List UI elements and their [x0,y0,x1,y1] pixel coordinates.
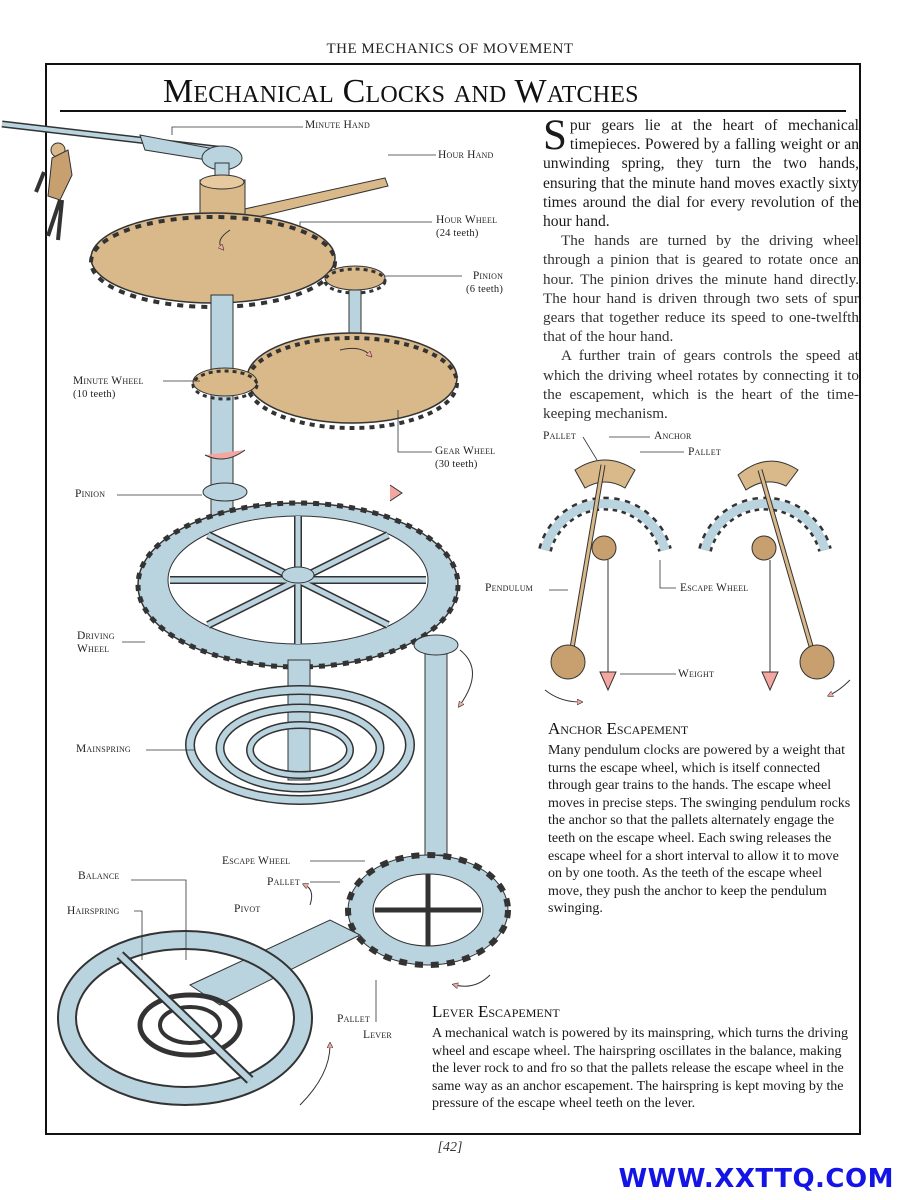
drop-cap: S [543,112,567,159]
intro-paragraph-1: pur gears lie at the heart of mechanical… [543,117,859,231]
escape-shaft [424,639,448,856]
mainspring-coil [185,659,415,805]
anchor-escapement-body: Many pendulum clocks are powered by a we… [548,743,851,917]
minute-wheel [191,367,259,401]
label-pallet-lever-top: Pallet [267,876,300,888]
figure-man-icon [1,120,226,241]
label-mainspring: Mainspring [76,743,131,755]
label-pallet-lever-bottom: Pallet [337,1013,370,1025]
label-hour-wheel: Hour Wheel(24 teeth) [436,214,498,239]
label-pendulum: Pendulum [485,582,533,594]
page-number: [42] [437,1140,463,1155]
anchor-escapement-diagram-right [698,460,851,695]
label-lever: Lever [363,1029,392,1041]
label-pallet-anchor-left: Pallet [543,430,576,442]
lever-escape-wheel [345,852,511,986]
label-minute-wheel: Minute Wheel(10 teeth) [73,375,144,400]
gear-wheel [245,332,459,430]
balance-wheel [57,930,330,1106]
pivot-arrow-icon [305,885,313,906]
label-balance: Balance [78,870,120,882]
title-rule [60,110,846,112]
driving-wheel [135,500,461,670]
intro-paragraph-3: A further train of gears controls the sp… [543,347,859,423]
label-pallet-anchor-right: Pallet [688,446,721,458]
leader-lines [117,126,684,1022]
label-weight: Weight [678,668,715,680]
page-frame [45,63,861,1135]
intro-paragraph-2: The hands are turned by the driving whee… [543,232,859,346]
label-pivot: Pivot [234,903,261,915]
hour-wheel [89,212,337,309]
label-pinion-top: Pinion(6 teeth) [466,270,504,295]
watermark: WWW.XXTTQ.COM [618,1164,894,1194]
label-anchor: Anchor [654,430,692,442]
page-title: Mechanical Clocks and Watches [163,73,639,110]
running-head: THE MECHANICS OF MOVEMENT [326,41,574,57]
label-escape-wheel-lever: Escape Wheel [222,855,291,867]
escape-pinion [413,634,459,656]
label-minute-hand: Minute Hand [305,119,370,131]
rotation-arrow-icon [204,449,246,460]
pinion-top [323,265,387,371]
label-gear-wheel: Gear Wheel(30 teeth) [435,445,496,470]
pinion-mid [202,482,248,502]
label-escape-wheel-anchor: Escape Wheel [680,582,749,594]
lever-escapement-heading: Lever Escapement [432,1002,560,1021]
label-hour-hand: Hour Hand [438,149,494,161]
label-hairspring: Hairspring [67,905,120,917]
anchor-escapement-heading: Anchor Escapement [548,719,689,738]
lever-escapement-body: A mechanical watch is powered by its mai… [432,1026,849,1112]
rotation-arrow-icon [389,484,403,502]
anchor-escapement-diagram-left [538,459,672,702]
rotation-arrow-icon [460,649,473,705]
label-pinion-mid: Pinion [75,488,106,500]
